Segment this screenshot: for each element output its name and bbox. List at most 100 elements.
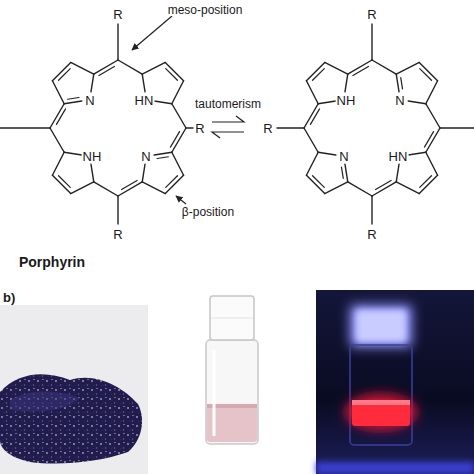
bond xyxy=(99,66,115,75)
bond xyxy=(142,164,145,182)
bond xyxy=(372,60,396,74)
bond xyxy=(142,74,145,92)
bond xyxy=(165,62,183,80)
structure-label: Porphyrin xyxy=(18,255,86,269)
bond xyxy=(117,196,118,224)
bond xyxy=(396,164,399,182)
structure-label: R xyxy=(366,228,377,241)
structure-label: N xyxy=(394,94,405,107)
bond xyxy=(318,152,336,155)
structure-label: R xyxy=(112,8,123,21)
structure-label: NH xyxy=(336,94,357,107)
crystal-photo xyxy=(0,305,148,474)
fluorescence-photo xyxy=(316,290,474,474)
bond xyxy=(172,104,186,128)
structure-label: R xyxy=(262,122,273,135)
bond xyxy=(71,62,94,74)
bond xyxy=(371,196,372,224)
leader-lines xyxy=(132,16,244,204)
bond xyxy=(424,132,433,148)
bond xyxy=(345,74,348,92)
bond xyxy=(172,152,184,175)
leader-arrow xyxy=(132,16,172,50)
bond xyxy=(52,175,70,193)
bond xyxy=(64,152,82,155)
structure-label: HN xyxy=(388,150,409,163)
bond xyxy=(50,128,64,152)
structure-label: β-position xyxy=(181,206,235,218)
bond xyxy=(277,127,304,128)
bond xyxy=(353,66,369,75)
bond xyxy=(122,180,138,189)
structure-label: N xyxy=(338,150,349,163)
structure-label: R xyxy=(366,8,377,21)
bond xyxy=(426,104,440,128)
bond xyxy=(348,182,372,196)
bond xyxy=(376,180,392,189)
bond xyxy=(172,81,184,104)
bond xyxy=(426,81,438,104)
structure-label: b) xyxy=(2,291,16,304)
bond xyxy=(419,175,437,193)
bond xyxy=(401,78,403,89)
structure-label: N xyxy=(84,94,95,107)
bond xyxy=(0,127,50,128)
bond xyxy=(325,182,348,194)
bond xyxy=(396,62,419,74)
bond xyxy=(313,69,325,81)
bond xyxy=(157,157,168,159)
bond xyxy=(56,109,65,125)
bond xyxy=(91,74,94,92)
leader-arrow xyxy=(212,132,244,138)
bond xyxy=(325,62,348,74)
bond xyxy=(91,164,94,182)
bond xyxy=(345,164,348,182)
bond xyxy=(420,176,432,188)
bond xyxy=(59,176,71,188)
bond xyxy=(408,101,426,104)
structure-label: N xyxy=(140,150,151,163)
bond xyxy=(419,62,437,80)
bond xyxy=(341,167,343,178)
bond xyxy=(64,101,82,104)
bond xyxy=(71,182,94,194)
bond xyxy=(306,175,324,193)
bond xyxy=(186,127,193,128)
bond xyxy=(154,101,172,104)
bond xyxy=(52,62,70,80)
bond xyxy=(408,152,426,155)
bond xyxy=(142,182,165,194)
structure-label: R xyxy=(112,228,123,241)
bond xyxy=(420,69,432,81)
bond xyxy=(313,176,325,188)
vial-photo xyxy=(206,296,258,444)
structure-label: meso-position xyxy=(167,4,244,16)
bond xyxy=(304,128,318,152)
bond xyxy=(59,69,71,81)
bond xyxy=(52,152,64,175)
bond xyxy=(117,24,118,60)
bond xyxy=(118,60,142,74)
structure-label: NH xyxy=(82,150,103,163)
structure-bonds xyxy=(0,24,474,224)
bond xyxy=(52,81,64,104)
structure-label: tautomerism xyxy=(194,98,262,110)
bond xyxy=(170,132,179,148)
bond xyxy=(142,62,165,74)
leader-arrow xyxy=(212,116,244,122)
bond xyxy=(440,127,474,128)
bond xyxy=(396,74,399,92)
leader-arrow xyxy=(176,196,186,204)
structure-label: R xyxy=(194,122,205,135)
bond xyxy=(154,152,172,155)
bond xyxy=(165,175,183,193)
bond xyxy=(68,97,79,99)
bond xyxy=(306,152,318,175)
bond xyxy=(371,24,372,60)
bond xyxy=(306,81,318,104)
bond xyxy=(166,69,178,81)
bond xyxy=(318,101,336,104)
bond xyxy=(396,182,419,194)
